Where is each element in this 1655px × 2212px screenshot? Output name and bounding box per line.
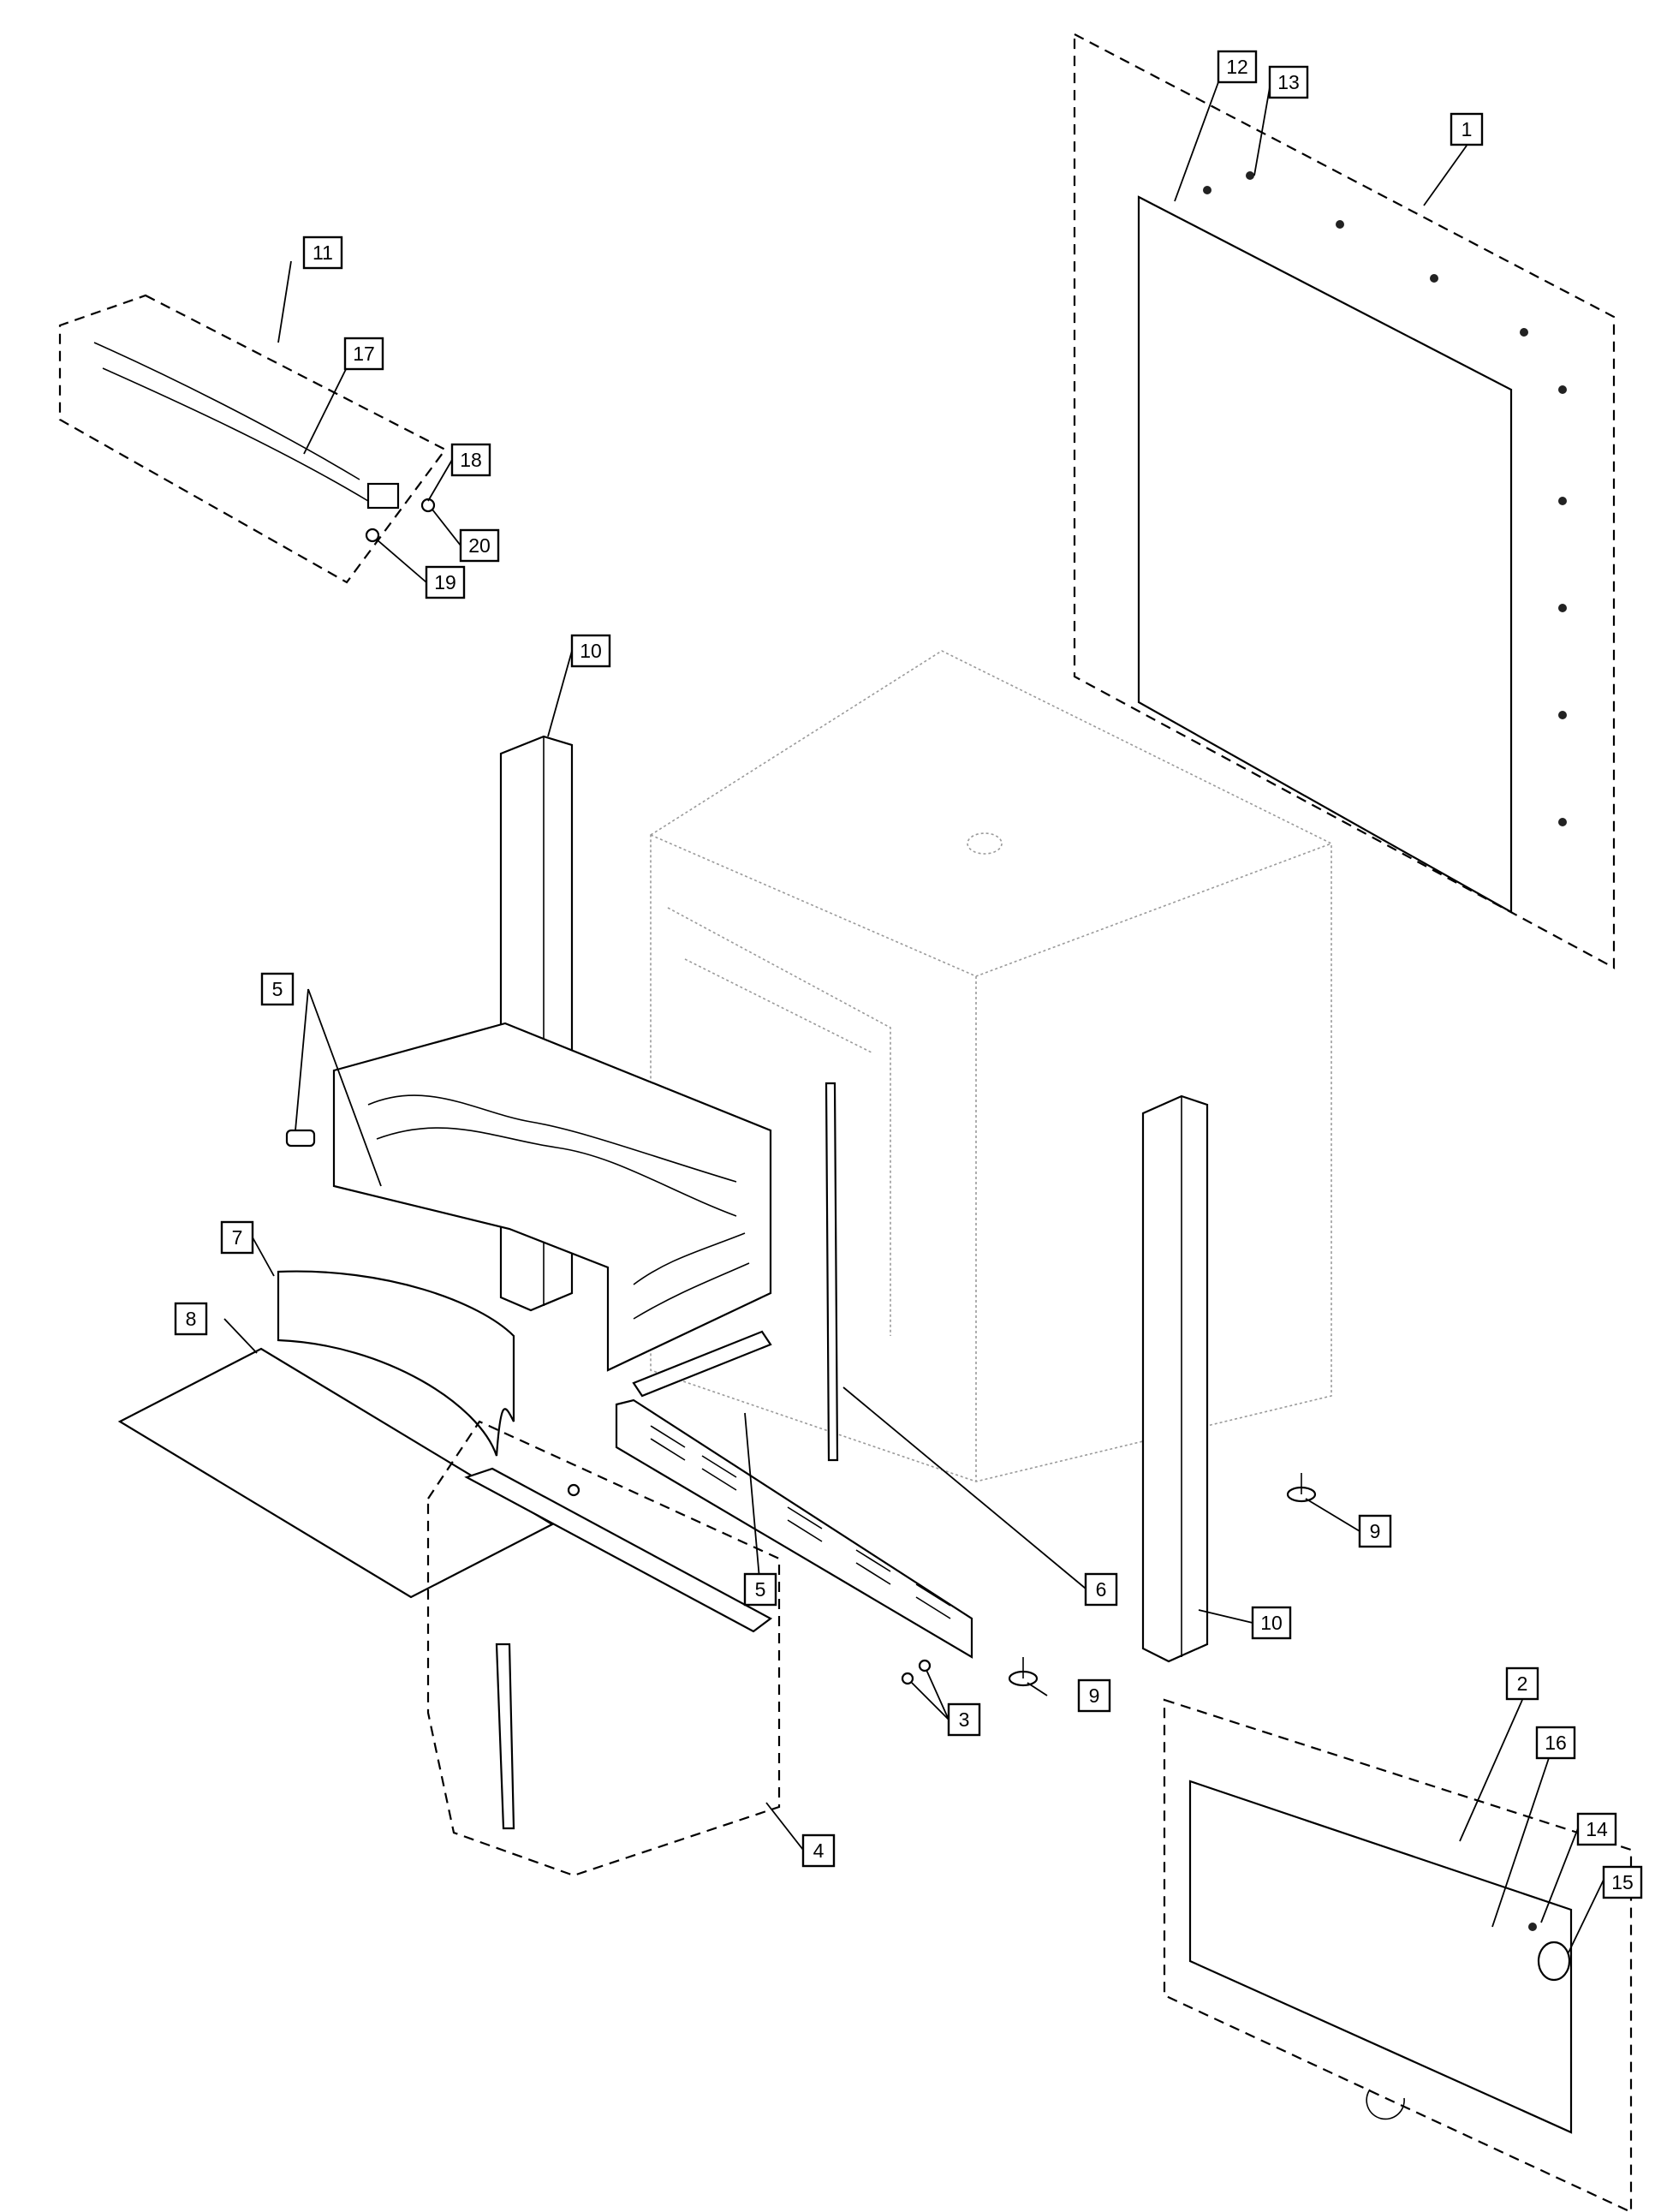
callout-12-label: 12 (1226, 56, 1248, 78)
leader-lines (223, 81, 1604, 1953)
callout-19: 19 (425, 565, 466, 599)
callout-8: 8 (174, 1302, 208, 1336)
corner-post-right (1141, 1094, 1209, 1663)
callout-11-label: 11 (313, 241, 333, 264)
callout-2: 2 (1505, 1666, 1539, 1701)
callout-3: 3 (947, 1702, 981, 1737)
callout-19-label: 19 (434, 571, 456, 593)
callout-3-label: 3 (959, 1708, 970, 1731)
callout-10-bottom-label: 10 (1260, 1612, 1283, 1634)
callout-2-label: 2 (1517, 1672, 1528, 1695)
callout-7-label: 7 (232, 1226, 243, 1249)
wire-harness-group (58, 294, 447, 584)
callout-6-label: 6 (1096, 1578, 1107, 1601)
callout-13-label: 13 (1277, 71, 1300, 93)
callout-14-label: 14 (1586, 1818, 1608, 1840)
callout-9-left-label: 9 (1089, 1684, 1100, 1707)
callout-5-right-label: 5 (755, 1578, 766, 1601)
callout-8-label: 8 (186, 1308, 197, 1330)
callout-4: 4 (801, 1833, 836, 1868)
lower-panel-group (1163, 1698, 1633, 2212)
callout-7: 7 (220, 1220, 254, 1255)
cabinet-outline (650, 650, 1332, 1482)
leveling-foot-1 (1286, 1473, 1317, 1503)
callout-5-left-label: 5 (272, 978, 283, 1000)
callout-9-right-label: 9 (1370, 1520, 1381, 1542)
callout-1-label: 1 (1462, 118, 1473, 140)
callout-20: 20 (459, 528, 500, 563)
callout-15-label: 15 (1611, 1871, 1634, 1893)
evaporator-coil (285, 1022, 772, 1398)
curved-gasket (277, 1270, 515, 1457)
chain-strip (825, 1082, 839, 1462)
callout-10-top: 10 (570, 634, 611, 668)
front-grille (567, 1398, 973, 1685)
leveling-foot-2 (1008, 1657, 1039, 1687)
callout-17: 17 (343, 337, 384, 371)
callout-10-bottom: 10 (1251, 1606, 1292, 1640)
door-panel-group (1073, 33, 1616, 969)
callout-5-right: 5 (743, 1572, 777, 1607)
callout-1: 1 (1450, 112, 1484, 146)
callout-9-left: 9 (1077, 1678, 1111, 1713)
callout-18-label: 18 (460, 449, 482, 471)
callout-4-label: 4 (813, 1839, 825, 1862)
callout-12: 12 (1217, 50, 1258, 84)
callout-9-right: 9 (1358, 1514, 1392, 1548)
callout-20-label: 20 (468, 534, 491, 557)
callout-13: 13 (1268, 65, 1309, 99)
drain-tray-group (426, 1420, 781, 1877)
callout-16: 16 (1535, 1726, 1576, 1760)
callout-6: 6 (1084, 1572, 1118, 1607)
callout-14: 14 (1576, 1812, 1617, 1846)
callout-17-label: 17 (353, 343, 375, 365)
glass-shelf (117, 1347, 555, 1599)
callout-10-top-label: 10 (580, 640, 602, 662)
callout-18: 18 (450, 443, 491, 477)
callout-5-left: 5 (260, 972, 295, 1006)
callout-16-label: 16 (1545, 1732, 1567, 1754)
callout-15: 15 (1602, 1865, 1643, 1899)
callout-11: 11 (302, 236, 343, 270)
